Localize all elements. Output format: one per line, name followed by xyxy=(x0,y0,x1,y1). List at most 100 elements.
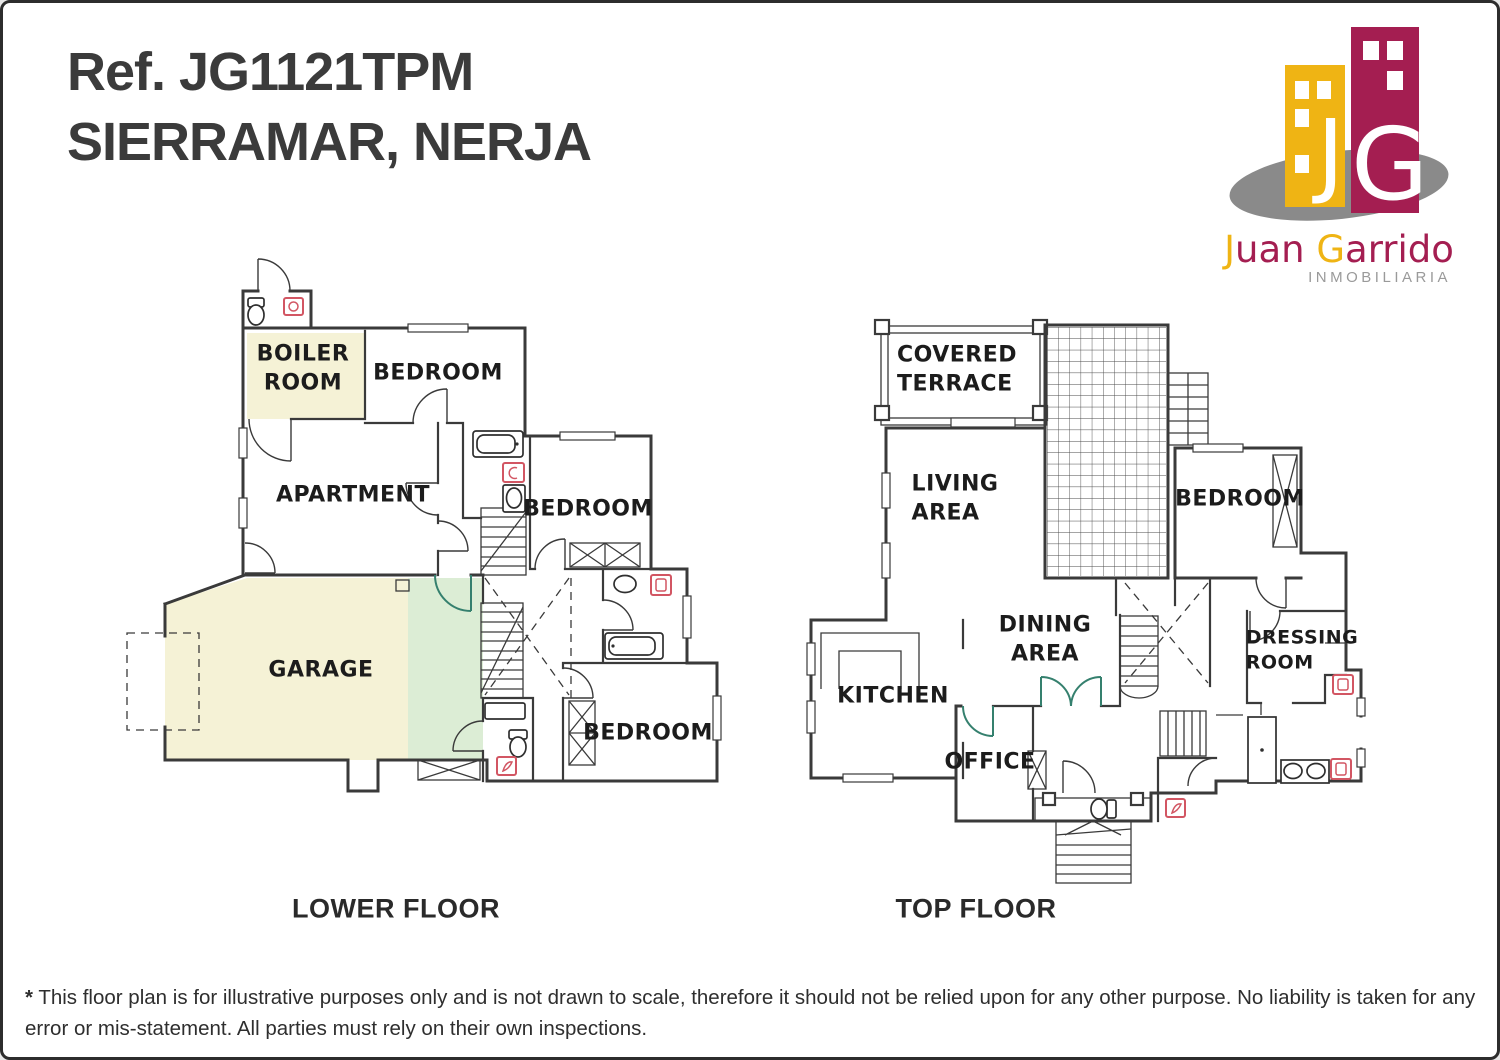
agency-logo: J G Juan Garrido INMOBILIARIA xyxy=(1213,17,1465,286)
logo-monogram-g: G xyxy=(1351,106,1429,223)
appliance-icon xyxy=(1330,758,1352,780)
top-floor-title: TOP FLOOR xyxy=(895,893,1057,924)
appliance-icon xyxy=(496,756,517,776)
garage-hall-door-arc xyxy=(434,574,472,612)
bathtub-icon xyxy=(472,430,524,458)
sink-icon xyxy=(502,484,526,513)
water-heater-icon xyxy=(650,574,672,596)
location-title: SIERRAMAR, NERJA xyxy=(67,112,592,172)
door-arc xyxy=(1062,760,1096,794)
window xyxy=(712,695,722,741)
room-label-office: OFFICE xyxy=(944,749,1036,775)
toilet-icon xyxy=(1090,798,1117,820)
room-label-apartment: APARTMENT xyxy=(276,482,430,508)
door-arc xyxy=(1249,610,1281,642)
stair-void-dashes xyxy=(1124,582,1209,684)
room-label-bedroom-bottom: BEDROOM xyxy=(583,720,713,746)
door-arc xyxy=(1255,577,1287,609)
staircase-top-main xyxy=(1119,615,1159,699)
door-arc xyxy=(1187,757,1217,787)
door-arc xyxy=(412,388,448,424)
window xyxy=(238,427,248,459)
disclaimer-text: * This floor plan is for illustrative pu… xyxy=(25,983,1481,1045)
shower-icon xyxy=(1247,716,1277,784)
boiler-room-fill xyxy=(247,333,365,419)
closet-icon xyxy=(1027,750,1047,790)
wardrobe-icon xyxy=(568,700,596,766)
window xyxy=(682,595,692,639)
terrace-side-stair xyxy=(1167,372,1209,446)
logo-yellow-building xyxy=(1285,65,1345,207)
room-label-kitchen: KITCHEN xyxy=(837,683,949,709)
agency-name-uan: uan xyxy=(1235,228,1317,271)
entrance-stairs xyxy=(1034,791,1152,884)
door-arc xyxy=(562,667,594,699)
appliance-icon xyxy=(283,297,304,316)
sink-icon xyxy=(613,574,637,594)
toilet-icon xyxy=(508,729,528,758)
garage-hinge-box xyxy=(395,579,410,592)
agency-tagline: INMOBILIARIA xyxy=(1308,269,1451,286)
agency-name-j: J xyxy=(1224,228,1236,271)
room-label-bedroom-mid: BEDROOM xyxy=(523,496,653,522)
lower-floor-plan xyxy=(126,258,722,793)
window xyxy=(1356,748,1366,768)
kitchen-counter xyxy=(820,632,920,689)
bathtub-icon xyxy=(604,632,664,660)
tiled-terrace xyxy=(1043,323,1170,580)
garage-fill xyxy=(165,578,408,760)
room-label-bedroom: BEDROOM xyxy=(1175,486,1305,512)
room-label-dining-area: DINING AREA xyxy=(998,612,1092,666)
terrace-pillar xyxy=(873,404,891,422)
door-arc xyxy=(257,258,291,292)
room-label-covered-terrace: COVERED TERRACE xyxy=(896,342,1018,396)
staircase-main xyxy=(480,602,524,699)
window xyxy=(1192,443,1244,453)
room-label-living-area: LIVING AREA xyxy=(911,471,999,525)
office-door-arc xyxy=(962,705,994,737)
door-arc xyxy=(244,542,276,574)
room-label-garage: GARAGE xyxy=(268,657,374,683)
staircase-upper xyxy=(480,507,527,576)
agency-logo-mark: J G xyxy=(1229,27,1449,223)
disclaimer-marker: * xyxy=(25,986,33,1009)
logo-monogram-j: J xyxy=(1312,100,1344,207)
window xyxy=(881,472,891,509)
door-arc xyxy=(405,482,439,516)
page-title: Ref. JG1121TPM SIERRAMAR, NERJA xyxy=(67,37,592,177)
door-arc xyxy=(437,520,469,552)
window xyxy=(881,542,891,579)
door-arc xyxy=(602,599,634,631)
window xyxy=(407,323,469,333)
logo-magenta-building xyxy=(1351,27,1419,213)
entrance-double-door xyxy=(1040,676,1102,707)
wardrobe-icon xyxy=(1272,454,1298,548)
top-inner-walls xyxy=(961,426,1348,823)
sink-icon xyxy=(484,702,526,720)
staircase-top-lower xyxy=(1159,710,1207,757)
terrace-pillar xyxy=(873,318,891,336)
lower-floor-title: LOWER FLOOR xyxy=(292,893,500,924)
window xyxy=(806,642,816,676)
window xyxy=(806,700,816,734)
stair-void-dashes xyxy=(484,577,572,698)
agency-name-arrido: arrido xyxy=(1345,228,1454,271)
garage-door-dashed xyxy=(126,632,200,731)
door-arc xyxy=(534,538,566,570)
boiler-icon xyxy=(502,462,525,483)
disclaimer-body: This floor plan is for illustrative purp… xyxy=(25,986,1476,1040)
toilet-icon xyxy=(247,297,265,326)
window xyxy=(842,773,894,783)
window xyxy=(238,497,248,529)
room-label-dressing-room: DRESSING ROOM xyxy=(1245,626,1359,673)
appliance-icon xyxy=(1165,798,1186,818)
room-label-bedroom-top: BEDROOM xyxy=(373,360,503,386)
appliance-icon xyxy=(1332,674,1354,695)
wardrobe-icon xyxy=(569,542,641,568)
top-floor-plan xyxy=(806,318,1366,884)
closet-icon xyxy=(417,759,481,781)
door-arc xyxy=(248,418,292,462)
dressing-room-fittings xyxy=(1216,642,1346,716)
reference-title: Ref. JG1121TPM xyxy=(67,42,474,102)
